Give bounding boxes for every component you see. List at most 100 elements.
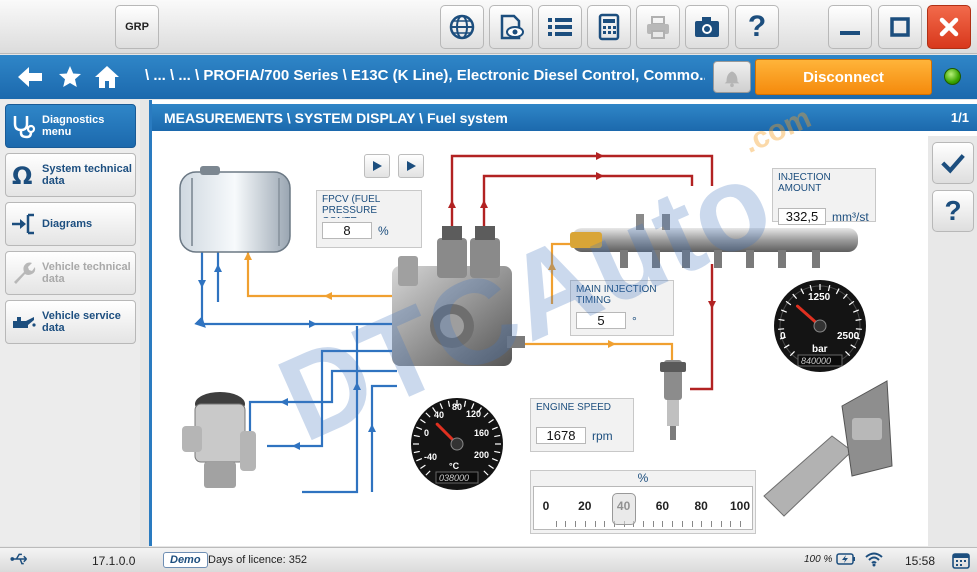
pressure-gauge-unit: bar [812, 344, 828, 355]
fuel-temperature-gauge: -40 0 40 80 120 160 200 °C 038000 [411, 398, 503, 490]
gauge-tick-mark [413, 434, 420, 438]
sidebar-item-diagrams[interactable]: Diagrams [5, 202, 136, 246]
sidebar-item-label: Vehicle service data [42, 310, 121, 334]
gauge-tick-mark [470, 403, 475, 410]
fpcv-label: FPCV (FUEL PRESSURE CONTR... [322, 194, 380, 218]
home-icon [95, 66, 119, 88]
home-button[interactable] [93, 64, 121, 90]
sidebar-item-label: Diagnostics menu [42, 114, 105, 138]
gauge-tick-mark [416, 457, 423, 462]
help-button[interactable]: ? [735, 5, 779, 49]
globe-button[interactable] [440, 5, 484, 49]
main-injection-timing-label: MAIN INJECTION TIMING [576, 284, 657, 306]
high-pressure-pump [392, 226, 525, 366]
temp-gauge-tick: 160 [474, 428, 489, 438]
minimize-icon [840, 31, 860, 35]
pedal-scale-minor-tick [555, 521, 557, 527]
gauge-tick-mark [809, 285, 813, 292]
calculator-button[interactable] [587, 5, 631, 49]
list-button[interactable] [538, 5, 582, 49]
panel-header: MEASUREMENTS \ SYSTEM DISPLAY \ Fuel sys… [152, 104, 977, 131]
sidebar-item-vehicle-technical-data[interactable]: Vehicle technical data [5, 251, 136, 295]
gauge-tick-mark [785, 300, 792, 306]
pedal-scale-minor-tick [740, 521, 741, 527]
print-button[interactable] [636, 5, 680, 49]
disconnect-button[interactable]: Disconnect [755, 59, 932, 95]
engine-speed-value: 1678 [536, 427, 586, 444]
close-button[interactable] [927, 5, 971, 49]
play-button[interactable] [364, 154, 390, 178]
temp-gauge-tick: 0 [424, 428, 429, 438]
diagram-icon [12, 213, 34, 235]
sidebar-item-vehicle-service-data[interactable]: Vehicle service data [5, 300, 136, 344]
sidebar-item-system-technical-data[interactable]: Ω System technical data [5, 153, 136, 197]
status-bar: 17.1.0.0 Demo Days of licence: 352 100 %… [0, 547, 977, 572]
view-button[interactable] [489, 5, 533, 49]
pedal-scale-tick-label: 80 [694, 499, 708, 513]
pedal-scale-minor-tick [565, 521, 567, 527]
temp-gauge-tick: -40 [424, 452, 437, 462]
oil-can-icon [13, 317, 36, 328]
confirm-button[interactable] [932, 142, 974, 184]
main-panel: MEASUREMENTS \ SYSTEM DISPLAY \ Fuel sys… [149, 100, 977, 546]
gauge-tick-mark [779, 336, 786, 340]
gauge-tick-mark [842, 293, 848, 300]
pedal-scale-track: 020406080100 [533, 486, 753, 530]
fpcv-value: 8 [322, 222, 372, 239]
calendar-icon [952, 551, 970, 572]
rail-pressure-gauge: 1250 0 2500 bar 840000 [774, 280, 866, 372]
gauge-tick-mark [491, 457, 498, 462]
play-forward-button[interactable] [398, 154, 424, 178]
star-icon [59, 66, 81, 87]
pedal-scale-tick-label: 60 [655, 499, 670, 513]
gauge-tick-mark [432, 407, 437, 413]
pedal-scale-minor-tick [730, 521, 732, 527]
right-toolbar: ? [928, 136, 977, 546]
gauge-tick-mark [491, 426, 498, 431]
temp-gauge-unit: °C [449, 461, 460, 471]
help-icon: ? [944, 195, 962, 226]
favorites-button[interactable] [56, 64, 84, 90]
gauge-tick-mark [477, 407, 482, 413]
notification-button[interactable] [713, 61, 751, 93]
gauge-tick-mark [848, 300, 855, 306]
injection-amount-label: INJECTION AMOUNT [778, 172, 831, 194]
connection-status-indicator [944, 68, 961, 85]
pressure-gauge-tick: 0 [780, 331, 786, 342]
gauge-tick-mark [780, 309, 787, 313]
svg-text:Ω: Ω [12, 162, 32, 188]
grp-button[interactable]: GRP [115, 5, 159, 49]
pedal-scale-minor-tick [701, 521, 703, 527]
play-icon [373, 161, 382, 171]
top-toolbar: GRP ? [0, 0, 977, 54]
maximize-button[interactable] [878, 5, 922, 49]
help-icon: ? [747, 10, 767, 43]
minimize-button[interactable] [828, 5, 872, 49]
gauge-tick-mark [488, 464, 494, 469]
fuel-system-diagram: 1250 0 2500 bar 840000 -40 0 40 80 120 1… [152, 101, 922, 546]
pedal-scale-thumb[interactable] [611, 493, 636, 525]
screenshot-button[interactable] [685, 5, 729, 49]
gauge-tick-mark [853, 309, 860, 313]
fpcv-measurement: FPCV (FUEL PRESSURE CONTR... 8% [316, 190, 422, 248]
eye-icon [500, 14, 524, 40]
gauge-tick-mark [413, 450, 420, 454]
pedal-scale-minor-tick [691, 521, 693, 527]
pedal-scale-minor-tick [594, 521, 596, 527]
engine-speed-unit: rpm [592, 429, 613, 443]
pedal-scale-minor-tick [672, 521, 674, 527]
checkmark-icon [941, 154, 965, 174]
back-button[interactable] [16, 64, 44, 90]
panel-help-button[interactable]: ? [932, 190, 974, 232]
sidebar-item-diagnostics-menu[interactable]: Diagnostics menu [5, 104, 136, 148]
bell-icon [724, 71, 740, 88]
licence-days: Days of licence: 352 [208, 554, 308, 566]
engine-speed-label: ENGINE SPEED [536, 402, 612, 413]
wifi-icon [864, 551, 884, 570]
navigation-bar: \ ... \ ... \ PROFIA/700 Series \ E13C (… [0, 55, 977, 99]
gauge-tick-mark [778, 318, 785, 321]
pedal-scale-minor-tick [710, 521, 712, 527]
play-icon [407, 161, 416, 171]
pedal-scale-minor-tick [604, 521, 606, 527]
